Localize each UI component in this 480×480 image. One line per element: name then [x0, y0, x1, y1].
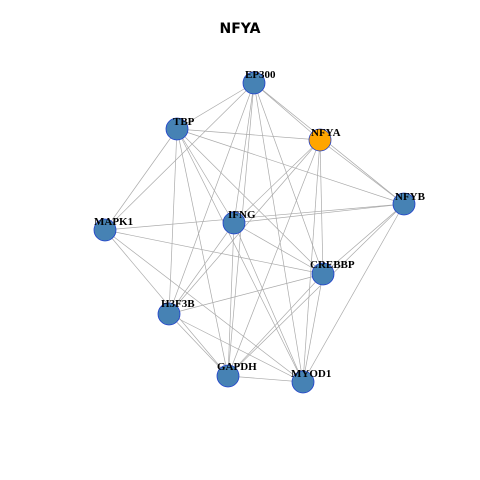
- node-label-nfya: NFYA: [311, 127, 341, 139]
- node-label-ep300: EP300: [245, 69, 276, 81]
- node-label-myod1: MYOD1: [291, 368, 331, 380]
- node-mapk1: [93, 218, 117, 242]
- node-label-crebbp: CREBBP: [310, 259, 355, 271]
- node-tbp: [165, 117, 189, 141]
- edge-mapk1-crebbp: [104, 229, 324, 275]
- edge-h3f3b-myod1: [168, 313, 304, 383]
- node-crebbp: [311, 262, 335, 286]
- edge-tbp-h3f3b: [168, 128, 178, 315]
- node-myod1: [291, 370, 315, 394]
- edge-ifng-myod1: [233, 222, 304, 383]
- edge-nfya-ifng: [233, 139, 321, 224]
- node-label-ifng: IFNG: [228, 209, 256, 221]
- edge-crebbp-myod1: [302, 273, 324, 383]
- edge-nfya-crebbp: [319, 139, 324, 275]
- edge-nfya-gapdh: [227, 139, 321, 377]
- edge-nfya-myod1: [302, 139, 321, 383]
- edge-tbp-mapk1: [104, 128, 178, 231]
- edge-nfya-nfyb: [319, 139, 405, 205]
- edge-nfyb-crebbp: [322, 203, 405, 275]
- edge-nfyb-mapk1: [104, 203, 405, 231]
- chart-title: NFYA: [219, 21, 261, 37]
- edge-tbp-gapdh: [176, 128, 229, 377]
- edge-ep300-myod1: [253, 82, 304, 383]
- edge-nfyb-gapdh: [227, 203, 405, 377]
- edge-nfyb-myod1: [302, 203, 405, 383]
- edge-tbp-myod1: [176, 128, 304, 383]
- node-label-tbp: TBP: [173, 116, 195, 128]
- edge-tbp-ifng: [176, 128, 235, 224]
- edge-ep300-nfya: [253, 82, 321, 141]
- node-label-nfyb: NFYB: [395, 191, 426, 203]
- node-label-h3f3b: H3F3B: [161, 298, 195, 310]
- edge-mapk1-myod1: [104, 229, 304, 383]
- edge-ifng-crebbp: [233, 222, 324, 275]
- edge-ep300-mapk1: [104, 82, 255, 231]
- edge-ep300-ifng: [233, 82, 255, 224]
- edge-gapdh-myod1: [227, 375, 304, 383]
- node-ifng: [222, 211, 246, 235]
- node-ep300: [242, 71, 266, 95]
- edge-crebbp-gapdh: [227, 273, 324, 377]
- edge-ifng-h3f3b: [168, 222, 235, 315]
- edge-tbp-nfyb: [176, 128, 405, 205]
- node-nfya: [308, 128, 332, 152]
- node-gapdh: [216, 364, 240, 388]
- node-label-gapdh: GAPDH: [217, 361, 257, 373]
- edge-ep300-tbp: [176, 82, 255, 130]
- edge-layer: [104, 82, 405, 383]
- node-layer: [93, 71, 416, 394]
- edge-crebbp-h3f3b: [168, 273, 324, 315]
- edge-ifng-gapdh: [227, 222, 235, 377]
- edge-tbp-crebbp: [176, 128, 324, 275]
- edge-ep300-crebbp: [253, 82, 324, 275]
- node-label-mapk1: MAPK1: [94, 216, 133, 228]
- edge-tbp-nfya: [176, 128, 321, 141]
- node-h3f3b: [157, 302, 181, 326]
- edge-h3f3b-gapdh: [168, 313, 229, 377]
- edge-nfyb-ifng: [233, 203, 405, 224]
- node-nfyb: [392, 192, 416, 216]
